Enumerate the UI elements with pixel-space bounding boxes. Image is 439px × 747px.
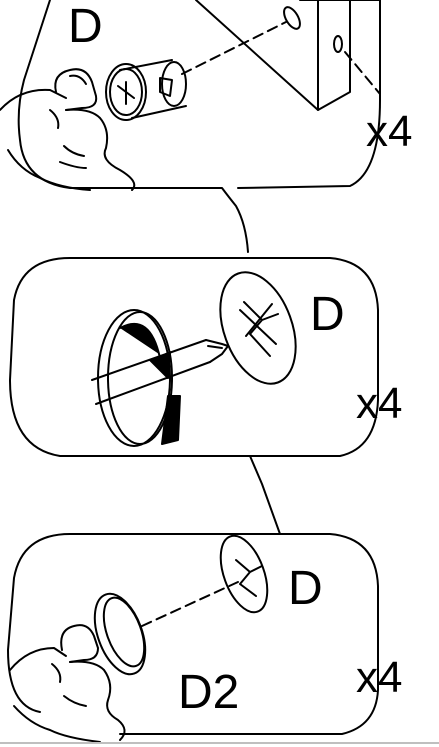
insert-guide-line [141,581,239,627]
step-3-quantity: x4 [356,653,402,702]
panel-icon [195,0,351,111]
step-3-part-label: D [288,562,323,615]
cam-lock-icon [105,59,187,121]
step-2-part-label: D [310,288,345,341]
step-2-quantity: x4 [356,379,402,428]
insert-guide-line [181,21,287,75]
screwdriver-icon [91,339,229,405]
step-1-part-label: D [68,0,103,53]
hand-icon [0,68,136,191]
cam-lock-icon [219,534,269,614]
step-3-bubble [7,533,379,735]
step-3-cap-label: D2 [178,666,239,719]
cam-cover-cap-icon [93,592,147,676]
step-1-quantity: x4 [366,107,412,156]
step-2: D x4 [9,257,402,535]
step-3: D D2 x4 [7,533,402,743]
step-2-bubble [9,257,379,535]
hand-icon [9,624,126,743]
cam-lock-icon [219,271,297,385]
step-1: D x4 [0,0,412,253]
